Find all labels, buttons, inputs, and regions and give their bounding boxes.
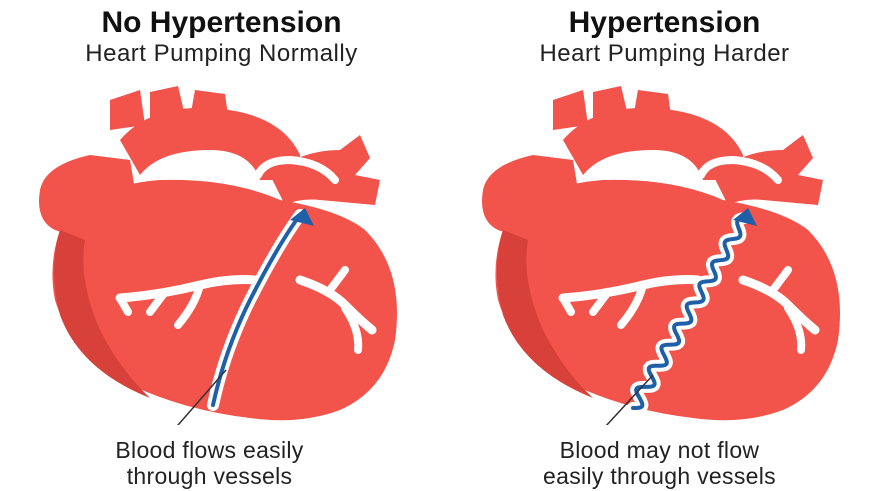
heart-normal [39, 86, 397, 425]
panel-no-hypertension: No Hypertension Heart Pumping Normally [0, 0, 443, 491]
aorta [120, 108, 300, 180]
heart-hypertension [482, 86, 840, 425]
panel-title: No Hypertension [0, 6, 443, 40]
panel-subtitle: Heart Pumping Harder [443, 40, 886, 68]
panel-title: Hypertension [443, 6, 886, 40]
caption-line: Blood flows easily [0, 437, 431, 463]
panel-subtitle: Heart Pumping Normally [0, 40, 443, 68]
panel-hypertension: Hypertension Heart Pumping Harder [443, 0, 886, 491]
caption-line: easily through vessels [438, 463, 881, 489]
heart-illustration [0, 80, 443, 425]
caption-line: Blood may not flow [438, 437, 881, 463]
caption: Blood flows easily through vessels [0, 437, 431, 489]
caption: Blood may not flow easily through vessel… [438, 437, 881, 489]
aorta [563, 108, 743, 180]
caption-line: through vessels [0, 463, 431, 489]
heart-illustration [443, 80, 886, 425]
